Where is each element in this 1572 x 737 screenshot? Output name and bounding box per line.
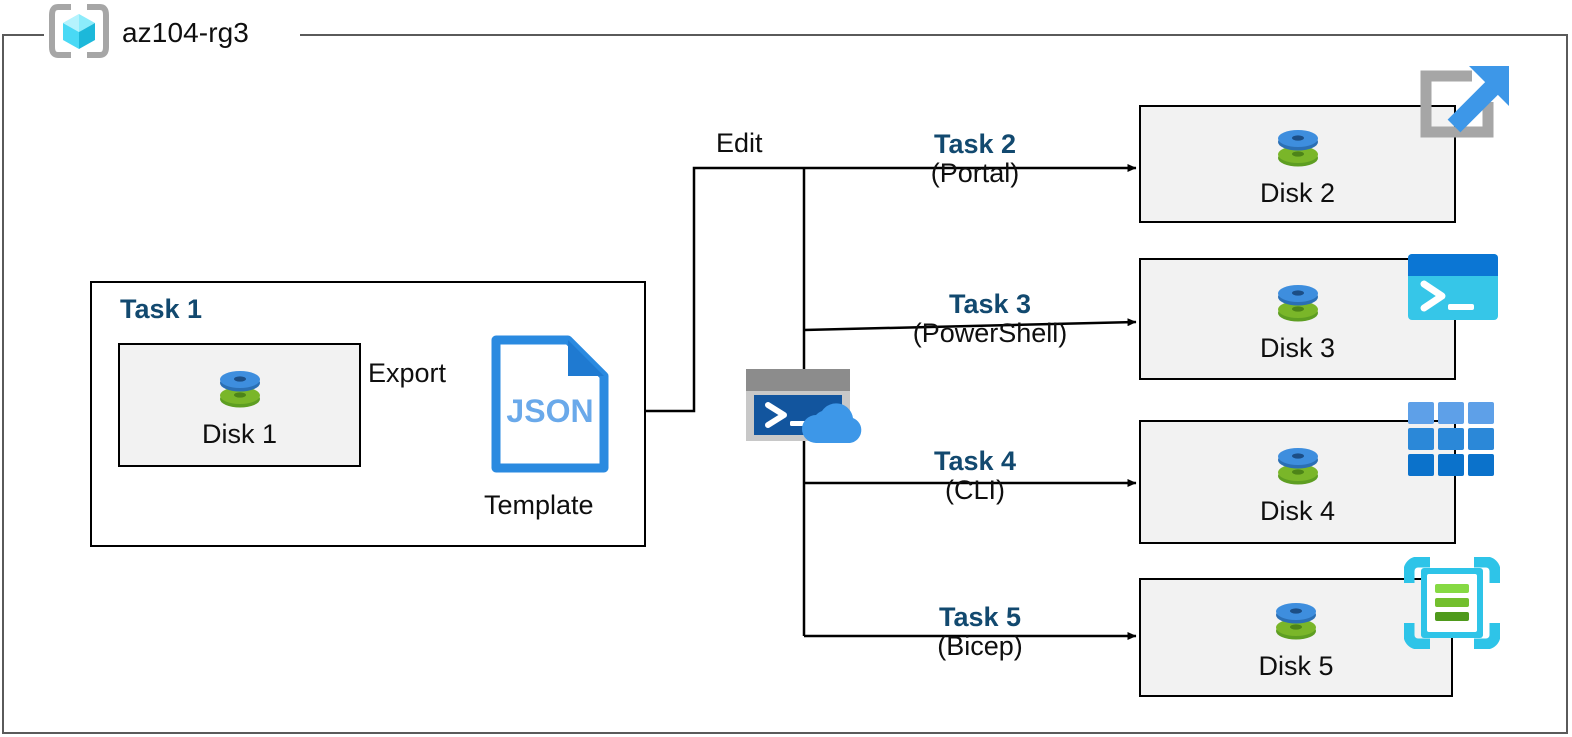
task3-method: (PowerShell) — [912, 318, 1068, 349]
resource-group-title: az104-rg3 — [122, 17, 249, 48]
task4-edge-label: Task 4 (CLI) — [860, 446, 1090, 506]
task3-edge-label: Task 3 (PowerShell) — [860, 289, 1120, 349]
task4-method: (CLI) — [945, 475, 1005, 506]
portal-arrow-icon — [1410, 60, 1515, 175]
task5-edge-label: Task 5 (Bicep) — [860, 602, 1100, 662]
disk4-label: Disk 4 — [1259, 495, 1335, 526]
json-badge-text: JSON — [506, 393, 593, 429]
task2-label: Task 2 — [933, 129, 1017, 159]
task4-label: Task 4 — [933, 446, 1017, 476]
bicep-document-icon — [1403, 556, 1501, 654]
template-label: Template — [484, 490, 594, 520]
task5-label: Task 5 — [938, 602, 1022, 632]
disk4-content: Disk 4 — [1141, 422, 1454, 542]
disk3-label: Disk 3 — [1259, 332, 1335, 363]
cloud-shell-icon — [744, 367, 864, 454]
disk5-label: Disk 5 — [1258, 651, 1334, 681]
task2-method: (Portal) — [930, 158, 1020, 189]
disk5-content: Disk 5 — [1141, 580, 1451, 695]
disk-icon — [1268, 595, 1324, 651]
disk2-box: Disk 2 — [1139, 105, 1456, 223]
task3-label: Task 3 — [948, 289, 1032, 319]
disk-icon — [1270, 440, 1326, 496]
disk2-label: Disk 2 — [1259, 177, 1335, 208]
powershell-terminal-icon — [1406, 252, 1500, 327]
task1-label: Task 1 — [120, 294, 203, 324]
disk5-box: Disk 5 — [1139, 578, 1453, 697]
edit-label: Edit — [716, 128, 763, 158]
disk1-label: Disk 1 — [201, 418, 277, 449]
disk1-box: Disk 1 — [118, 343, 361, 467]
disk-icon — [1270, 277, 1326, 333]
disk1-content: Disk 1 — [120, 345, 359, 465]
task2-edge-label: Task 2 (Portal) — [860, 129, 1090, 189]
resource-group-cube-icon — [48, 3, 110, 64]
disk-icon — [212, 363, 268, 419]
disk3-content: Disk 3 — [1141, 260, 1454, 378]
disk4-box: Disk 4 — [1139, 420, 1456, 544]
disk2-content: Disk 2 — [1141, 107, 1454, 221]
disk-icon — [1270, 122, 1326, 178]
cli-grid-icon — [1406, 400, 1498, 483]
json-document-icon: JSON — [490, 334, 610, 479]
resource-group-frame — [2, 34, 1568, 734]
export-label: Export — [368, 358, 447, 388]
task5-method: (Bicep) — [937, 631, 1023, 662]
resource-group-header: az104-rg3 — [48, 3, 249, 64]
